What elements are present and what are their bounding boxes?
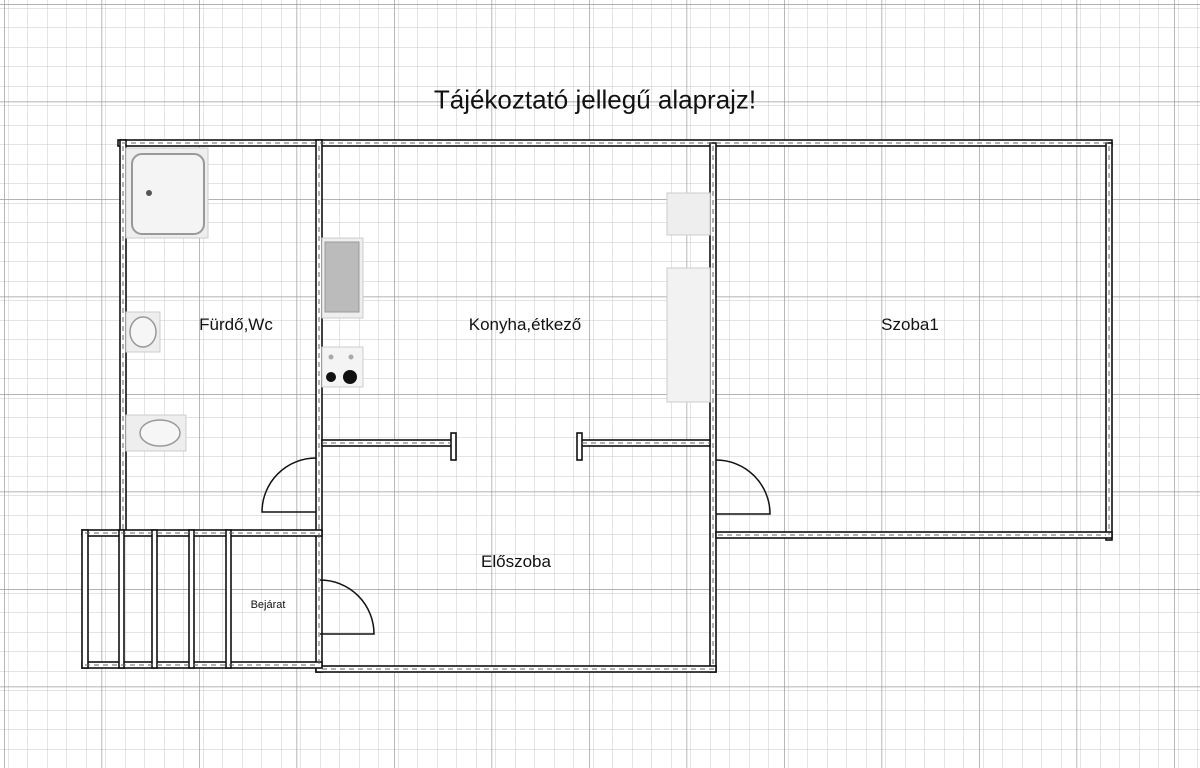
wall-end-cap bbox=[576, 432, 583, 461]
room-label-hall: Előszoba bbox=[481, 552, 551, 571]
wall-divider bbox=[118, 529, 125, 669]
fixtures bbox=[125, 147, 711, 452]
shower-icon bbox=[125, 147, 209, 239]
bath-door-icon bbox=[261, 457, 317, 513]
counter-icon bbox=[321, 237, 364, 319]
toilet-icon bbox=[125, 414, 187, 452]
wall-room-right bbox=[1105, 142, 1113, 541]
sink-icon bbox=[125, 311, 161, 353]
entrance-door-icon bbox=[319, 579, 375, 635]
page-title: Tájékoztató jellegű alaprajz! bbox=[433, 84, 757, 115]
wall-divider bbox=[225, 529, 232, 669]
wall-entrance-left bbox=[81, 529, 89, 669]
walls bbox=[81, 139, 1113, 673]
room-label-room1: Szoba1 bbox=[881, 315, 939, 334]
wall-divider bbox=[151, 529, 158, 669]
room-door-icon bbox=[715, 459, 771, 515]
room-label-bath: Fürdő,Wc bbox=[199, 315, 273, 334]
wardrobe-icon bbox=[666, 267, 711, 403]
room-label-entrance: Bejárat bbox=[250, 599, 286, 611]
cabinet-icon bbox=[666, 192, 711, 236]
stove-icon bbox=[321, 346, 364, 388]
wall-room-bottom bbox=[715, 531, 1113, 539]
doors bbox=[261, 457, 771, 635]
wall-divider bbox=[188, 529, 195, 669]
room-label-kitchen: Konyha,étkező bbox=[468, 315, 582, 334]
wall-end-cap bbox=[450, 432, 457, 461]
